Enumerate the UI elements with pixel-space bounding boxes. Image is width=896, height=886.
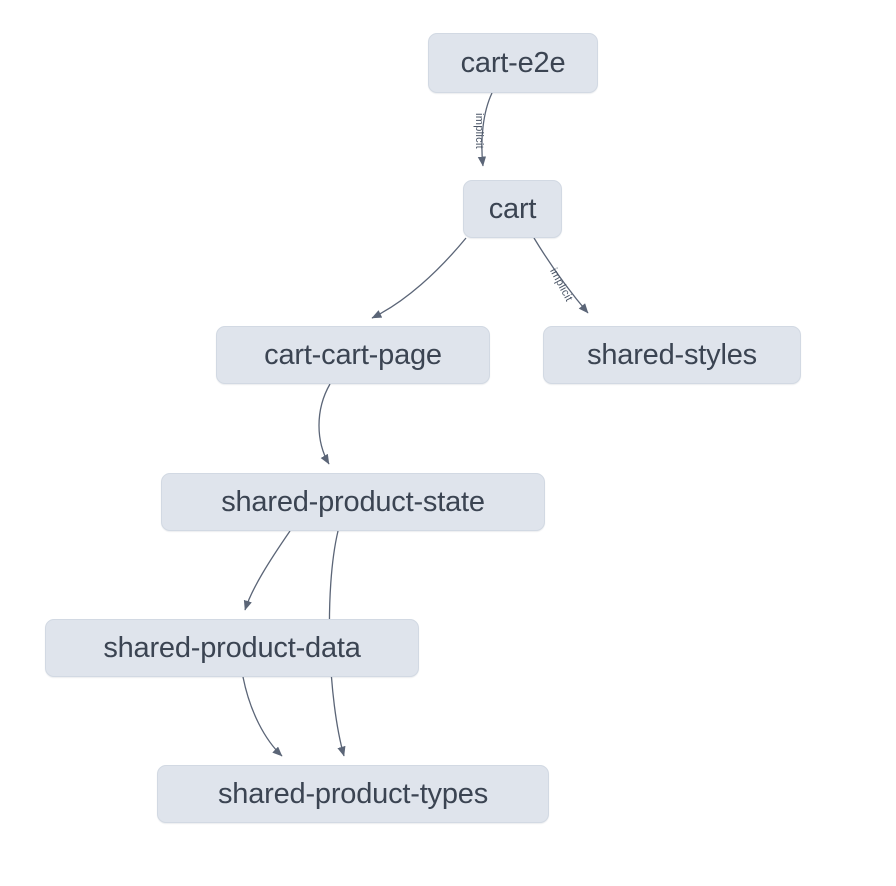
graph-node-shared-product-types[interactable]: shared-product-types xyxy=(157,765,549,823)
graph-edge-edge-shared-product-state-shared-product-data xyxy=(243,530,291,611)
graph-edge-edge-cart-cart-page-shared-product-state xyxy=(318,383,331,465)
graph-node-shared-product-state[interactable]: shared-product-state xyxy=(161,473,545,531)
graph-node-cart[interactable]: cart xyxy=(463,180,562,238)
graph-edge-edge-shared-product-data-shared-product-types xyxy=(242,676,283,757)
graph-node-label: cart-e2e xyxy=(460,46,566,79)
graph-edge-edge-cart-e2e-cart xyxy=(477,92,493,167)
graph-node-shared-product-data[interactable]: shared-product-data xyxy=(45,619,419,677)
graph-edge-edge-cart-shared-styles xyxy=(533,237,589,314)
graph-node-label: shared-product-types xyxy=(217,777,489,810)
graph-node-label: cart xyxy=(488,192,537,225)
graph-node-label: cart-cart-page xyxy=(264,338,442,371)
graph-node-label: shared-product-state xyxy=(221,485,485,518)
graph-node-shared-styles[interactable]: shared-styles xyxy=(543,326,801,384)
graph-node-cart-e2e[interactable]: cart-e2e xyxy=(428,33,598,93)
graph-node-label: shared-styles xyxy=(587,338,757,371)
graph-node-cart-cart-page[interactable]: cart-cart-page xyxy=(216,326,490,384)
graph-edge-edge-cart-cart-cart-page xyxy=(371,237,467,319)
graph-node-label: shared-product-data xyxy=(103,631,361,664)
